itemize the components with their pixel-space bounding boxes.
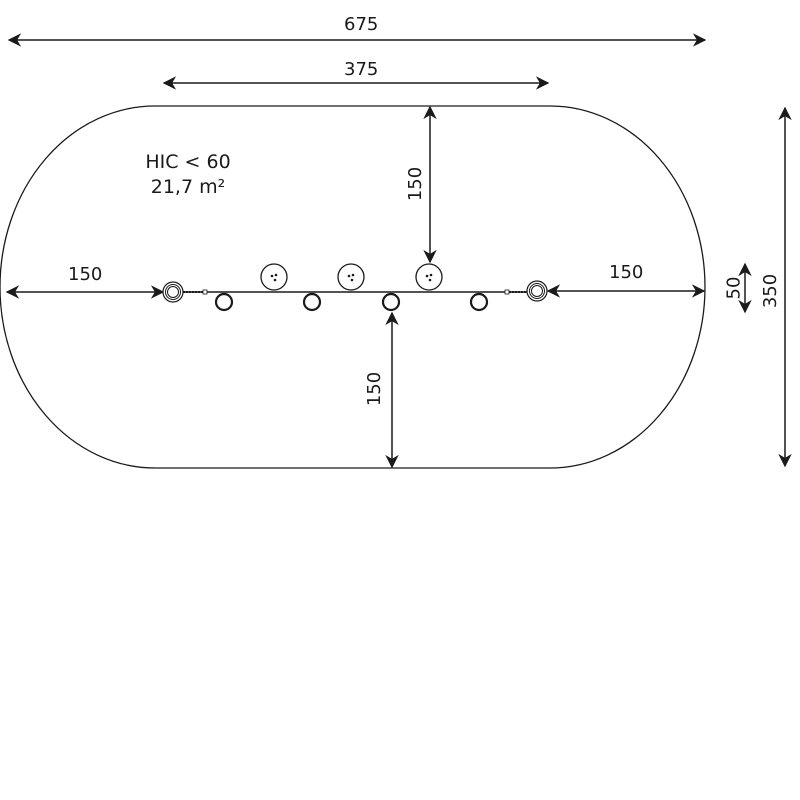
- hanging-ring-3-icon: [381, 292, 401, 312]
- overall-length-label: 675: [344, 14, 379, 35]
- overall-width-label: 350: [760, 273, 782, 309]
- hanging-ring-1-icon: [214, 292, 234, 312]
- post-left-icon: [162, 281, 184, 303]
- equipment-width-label: 50: [723, 276, 745, 300]
- hic-label: HIC < 60: [145, 151, 231, 173]
- safety-zone-outline: [0, 105, 706, 469]
- left-clearance-label: 150: [68, 264, 103, 285]
- top-clearance-label: 150: [405, 166, 427, 202]
- equipment-length-label: 375: [344, 59, 379, 80]
- post-right-icon: [526, 280, 548, 302]
- hanging-ring-4-icon: [469, 292, 489, 312]
- hanging-ring-2-icon: [302, 292, 322, 312]
- area-label: 21,7 m²: [150, 175, 226, 198]
- stepping-disc-3-icon: [415, 263, 443, 291]
- stepping-disc-1-icon: [260, 263, 288, 291]
- right-clearance-label: 150: [609, 262, 644, 283]
- info-note: HIC < 60 21,7 m²: [128, 150, 248, 199]
- bottom-clearance-label: 150: [364, 371, 386, 407]
- chain-link-left: [202, 289, 208, 295]
- stepping-disc-2-icon: [337, 263, 365, 291]
- chain-link-right: [504, 289, 510, 295]
